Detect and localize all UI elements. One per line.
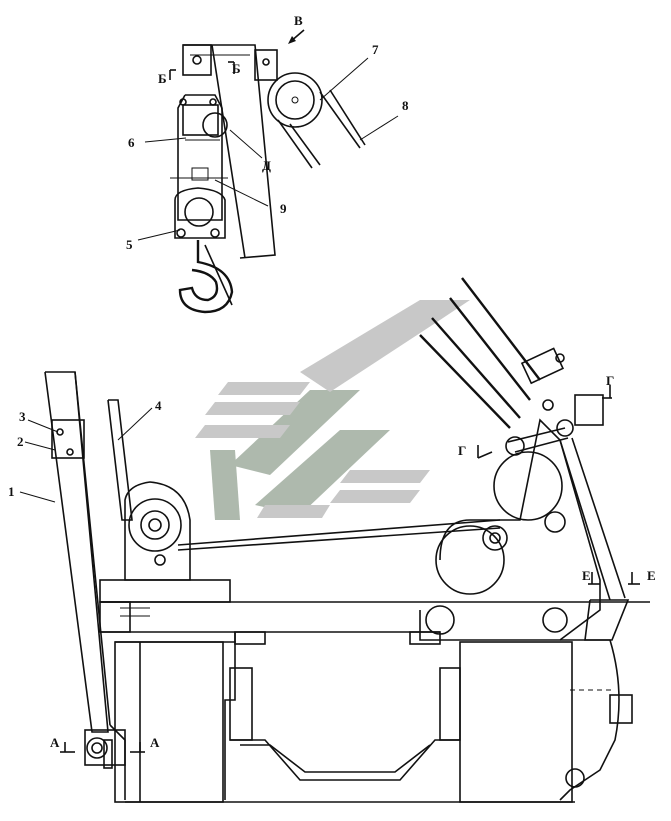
label-part-6: 6 <box>128 135 135 150</box>
label-view-b-left: Б <box>158 71 167 86</box>
label-view-a-left: А <box>50 735 60 750</box>
label-view-g-right: Г <box>606 373 614 388</box>
hook-block-detail <box>137 29 399 314</box>
main-assembly <box>19 277 650 803</box>
label-view-g-left: Г <box>458 443 466 458</box>
label-part-5: 5 <box>126 237 133 252</box>
label-view-d: Д <box>262 158 271 173</box>
label-part-7: 7 <box>372 42 379 57</box>
label-part-8: 8 <box>402 98 409 113</box>
label-view-b-right: Б <box>232 61 241 76</box>
label-part-3: 3 <box>19 409 26 424</box>
label-view-v: В <box>294 13 303 28</box>
label-part-2: 2 <box>17 434 24 449</box>
label-part-9: 9 <box>280 201 287 216</box>
label-part-1: 1 <box>8 484 15 499</box>
label-view-e-right: Е <box>647 568 656 583</box>
watermark-logo <box>195 300 470 520</box>
label-view-e-left: Е <box>582 568 591 583</box>
label-view-a-right: А <box>150 735 160 750</box>
label-part-4: 4 <box>155 398 162 413</box>
